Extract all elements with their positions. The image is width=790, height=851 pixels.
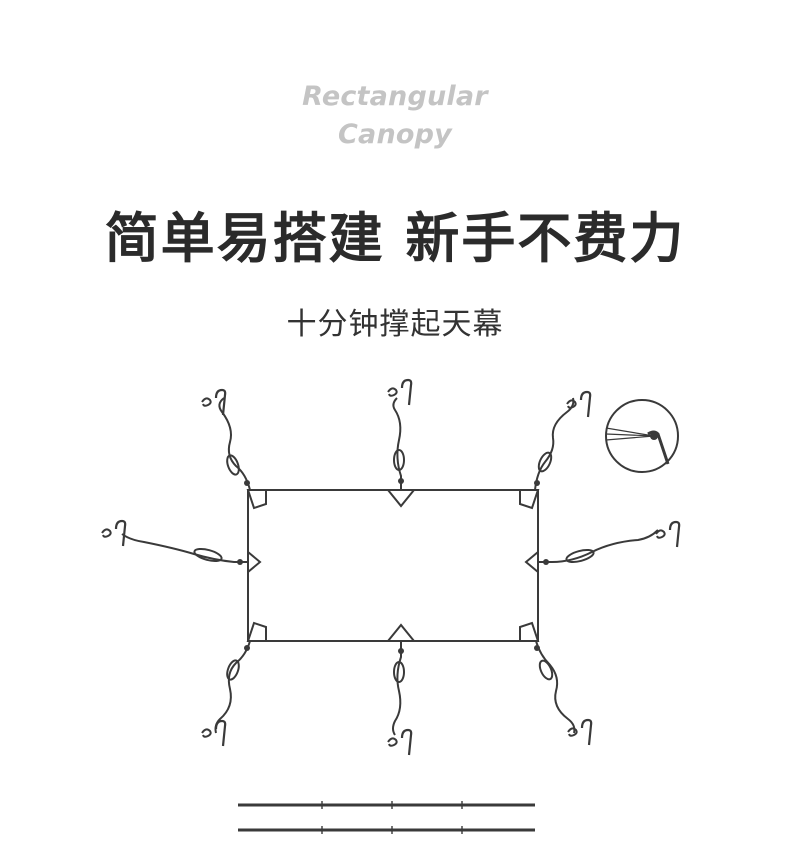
tent-pole-icon	[238, 801, 535, 834]
english-title-line-1: Rectangular	[302, 81, 488, 112]
zoom-detail-icon	[605, 399, 679, 473]
subheadline: 十分钟撑起天幕	[286, 307, 504, 342]
english-title: Rectangular Canopy	[0, 78, 790, 154]
guy-rope-icon	[121, 397, 659, 736]
tent-stake-icon	[100, 378, 681, 757]
english-title-line-2: Canopy	[338, 119, 452, 150]
canopy-illustration	[100, 378, 681, 834]
headline: 简单易搭建 新手不费力	[104, 207, 686, 270]
knot-markers	[237, 478, 549, 654]
canopy-tarp	[246, 489, 540, 642]
